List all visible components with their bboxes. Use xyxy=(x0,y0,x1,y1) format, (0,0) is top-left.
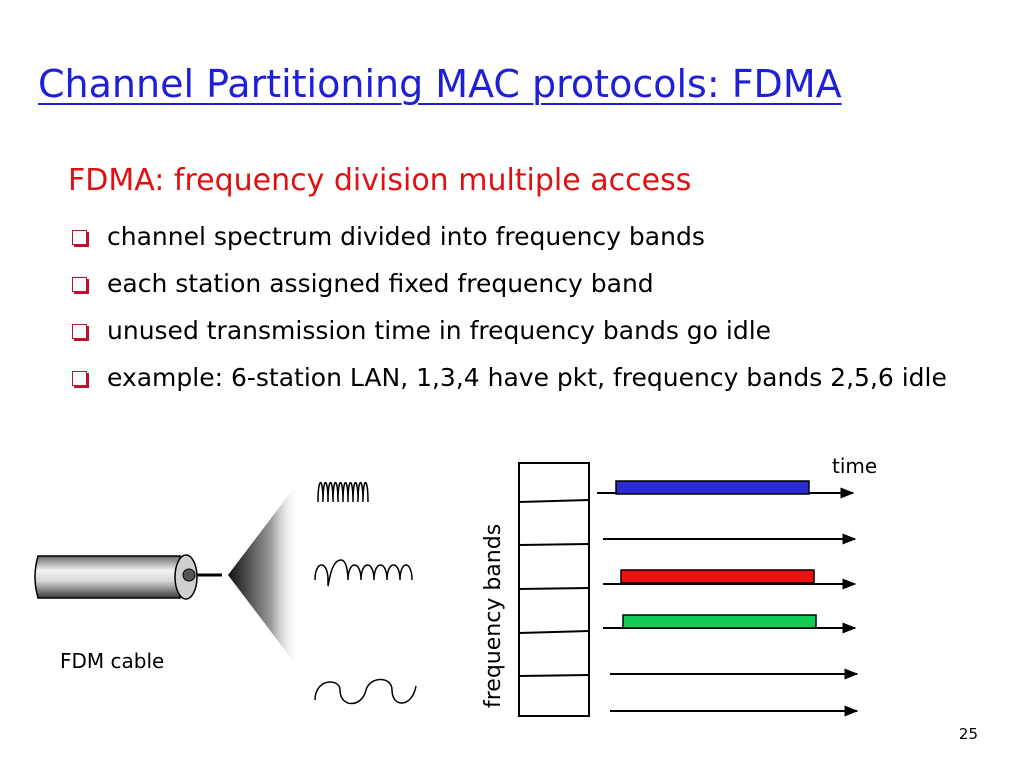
high-frequency-wave-icon xyxy=(317,481,369,503)
bullet-text: each station assigned fixed frequency ba… xyxy=(107,269,654,298)
bullet-item: unused transmission time in frequency ba… xyxy=(68,312,948,349)
bullet-box-icon xyxy=(72,324,87,339)
bullet-text: example: 6-station LAN, 1,3,4 have pkt, … xyxy=(107,363,947,392)
fdm-cable-icon xyxy=(34,554,222,600)
page-number: 25 xyxy=(958,725,978,743)
bullet-box-icon xyxy=(72,371,87,386)
bullet-list: channel spectrum divided into frequency … xyxy=(68,218,948,406)
medium-frequency-wave-icon xyxy=(314,559,413,587)
time-label: time xyxy=(832,454,878,478)
bullet-text: channel spectrum divided into frequency … xyxy=(107,222,705,251)
frequency-band-stack xyxy=(518,462,590,717)
bullet-box-icon xyxy=(72,230,87,245)
bullet-text: unused transmission time in frequency ba… xyxy=(107,316,772,345)
band-4-transmission-bar xyxy=(622,614,817,629)
fdm-cable-label: FDM cable xyxy=(60,649,165,673)
spectrum-cone-icon xyxy=(228,480,300,670)
band-1-transmission-bar xyxy=(615,480,810,495)
bullet-item: example: 6-station LAN, 1,3,4 have pkt, … xyxy=(68,359,948,396)
slide-title: Channel Partitioning MAC protocols: FDMA xyxy=(38,62,842,106)
band-3-transmission-bar xyxy=(620,569,815,584)
frequency-bands-label: frequency bands xyxy=(481,524,506,708)
bullet-item: each station assigned fixed frequency ba… xyxy=(68,265,948,302)
low-frequency-wave-icon xyxy=(314,678,417,705)
bullet-box-icon xyxy=(72,277,87,292)
slide-subtitle: FDMA: frequency division multiple access xyxy=(68,163,692,198)
time-axes xyxy=(597,487,859,717)
bullet-item: channel spectrum divided into frequency … xyxy=(68,218,948,255)
